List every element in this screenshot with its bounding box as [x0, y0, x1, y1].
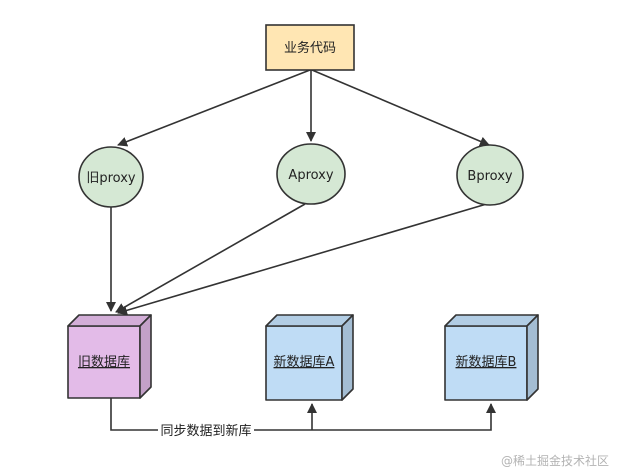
- proxy-label-a: Aproxy: [288, 168, 333, 183]
- database-side-a: [341, 314, 354, 401]
- proxy-node-old[interactable]: 旧proxy: [78, 146, 144, 208]
- proxy-node-b[interactable]: Bproxy: [456, 144, 524, 206]
- proxy-ellipse-old: [78, 146, 144, 208]
- watermark-text: @稀土掘金技术社区: [501, 453, 609, 468]
- database-node-old[interactable]: 旧数据库: [67, 314, 152, 399]
- edge-a-proxy-to-old-db: [115, 203, 306, 313]
- database-top-b: [444, 314, 539, 327]
- edge-business-to-b-proxy: [311, 69, 490, 147]
- database-top-a: [265, 314, 354, 327]
- proxy-label-b: Bproxy: [467, 169, 512, 184]
- database-label-b: 新数据库B: [456, 354, 517, 370]
- edge-business-to-old-proxy: [117, 69, 311, 147]
- business-code-label: 业务代码: [284, 40, 336, 56]
- database-side-b: [526, 314, 539, 401]
- database-side-old: [139, 314, 152, 399]
- sync-label: 同步数据到新库: [160, 423, 251, 439]
- database-label-a: 新数据库A: [274, 354, 335, 370]
- edge-sync-data: [110, 398, 496, 431]
- proxy-label-old: 旧proxy: [86, 171, 136, 186]
- database-node-a[interactable]: 新数据库A: [265, 314, 354, 401]
- database-label-old: 旧数据库: [78, 354, 130, 370]
- sync-label-bg: [158, 421, 254, 439]
- proxy-ellipse-b: [456, 144, 524, 206]
- database-top-old: [67, 314, 152, 327]
- database-node-b[interactable]: 新数据库B: [444, 314, 539, 401]
- proxy-node-a[interactable]: Aproxy: [276, 143, 346, 205]
- edge-b-proxy-to-old-db: [117, 202, 491, 316]
- proxy-ellipse-a: [276, 143, 346, 205]
- business-code-box: [265, 24, 355, 71]
- business-code-node[interactable]: 业务代码: [265, 24, 355, 71]
